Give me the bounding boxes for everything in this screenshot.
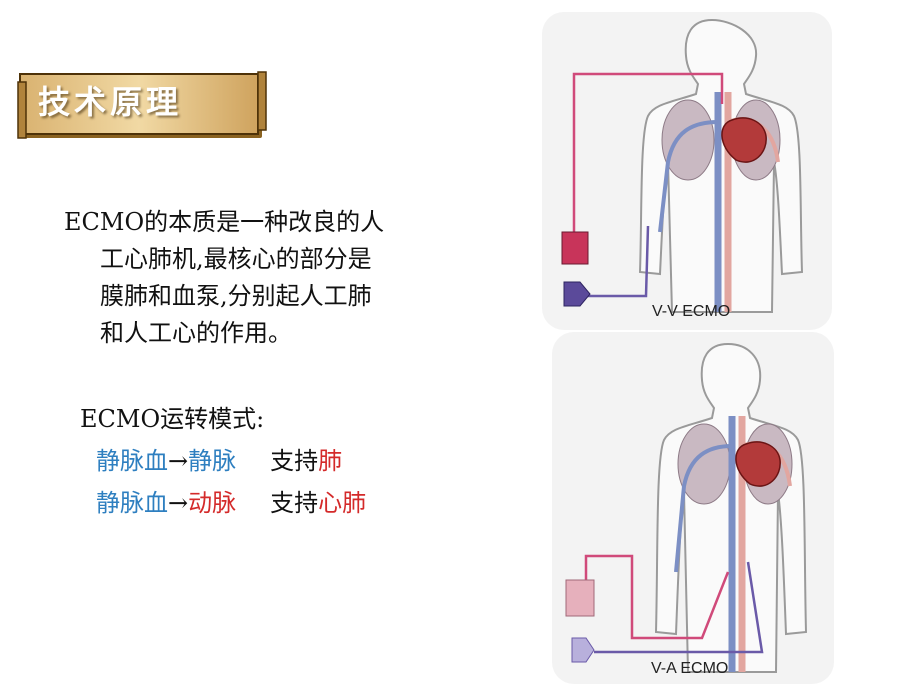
slide-title: 技术原理 bbox=[38, 83, 183, 121]
paragraph-line: 和人工心的作用。 bbox=[100, 319, 292, 347]
title-banner bbox=[17, 71, 267, 139]
arrow: → bbox=[168, 489, 189, 517]
mode-to: 静脉 bbox=[188, 447, 237, 475]
mode-row-va: 静脉血→动脉 支持心肺 bbox=[80, 482, 366, 524]
support-prefix: 支持 bbox=[270, 447, 319, 475]
paragraph-line: 工心肺机,最核心的部分是 bbox=[100, 245, 372, 273]
mode-from: 静脉血 bbox=[96, 447, 168, 475]
oxygenator bbox=[561, 231, 589, 265]
va-ecmo-label: V-A ECMO bbox=[651, 660, 729, 677]
mode-row-vv: 静脉血→静脉 支持肺 bbox=[80, 440, 366, 482]
pump bbox=[571, 637, 595, 663]
support-target: 心肺 bbox=[318, 489, 367, 517]
pump bbox=[563, 281, 591, 307]
left-lung bbox=[677, 423, 731, 505]
ecmo-modes: ECMO运转模式: 静脉血→静脉支持肺 静脉血→动脉支持心肺 bbox=[80, 398, 366, 524]
va-ecmo-illustration bbox=[552, 332, 834, 684]
mode-from: 静脉血 bbox=[96, 489, 168, 517]
drainage-cannula bbox=[582, 225, 650, 298]
return-cannula bbox=[584, 554, 730, 640]
support-prefix: 支持 bbox=[270, 489, 319, 517]
heart bbox=[721, 117, 767, 163]
arrow: → bbox=[168, 447, 189, 475]
modes-heading: ECMO运转模式: bbox=[80, 405, 265, 433]
oxygenator bbox=[565, 579, 595, 617]
mode-to: 动脉 bbox=[188, 489, 237, 517]
return-cannula bbox=[572, 72, 724, 240]
paragraph-line: 膜肺和血泵,分别起人工肺 bbox=[100, 282, 372, 310]
support-target: 肺 bbox=[318, 447, 343, 475]
drainage-cannula bbox=[594, 561, 764, 654]
heart bbox=[735, 441, 781, 487]
vv-ecmo-label: V-V ECMO bbox=[652, 303, 731, 320]
left-lung bbox=[661, 99, 715, 181]
paragraph-line: ECMO的本质是一种改良的人 bbox=[64, 208, 385, 236]
vv-ecmo-illustration bbox=[542, 12, 832, 330]
definition-paragraph: ECMO的本质是一种改良的人 工心肺机,最核心的部分是 膜肺和血泵,分别起人工肺… bbox=[64, 204, 464, 352]
